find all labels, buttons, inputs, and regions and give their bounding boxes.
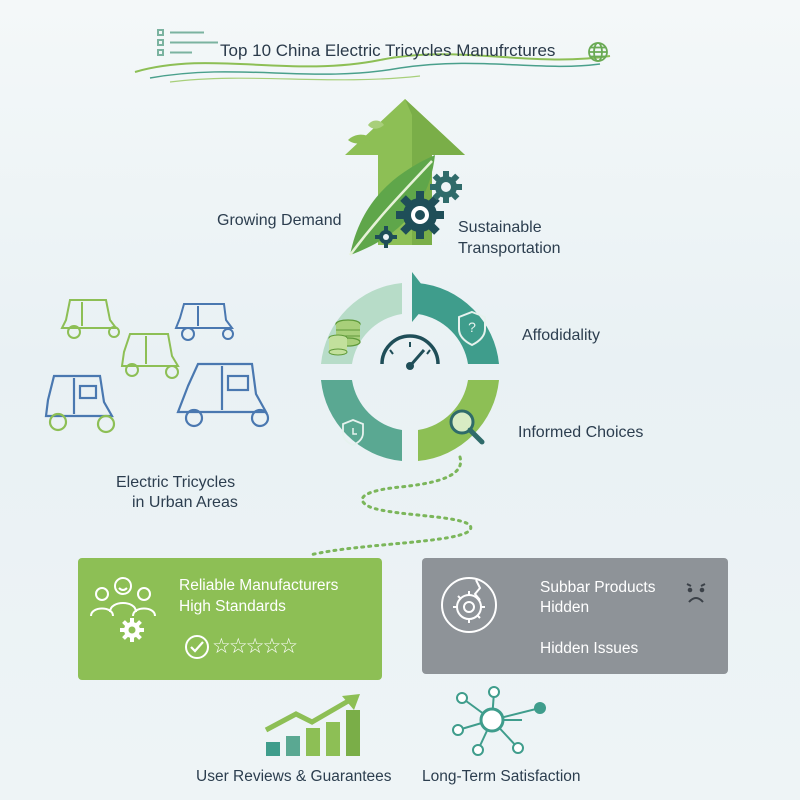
tricycles-illustration [44, 299, 270, 434]
broken-gear-icon [441, 577, 497, 633]
team-icon [90, 577, 156, 642]
shield-question-icon: ? [458, 310, 486, 347]
hidden-issues-label: Hidden Issues [540, 640, 639, 657]
tricycle-icon [176, 362, 270, 428]
svg-text:?: ? [468, 319, 476, 335]
speedometer-icon [380, 334, 440, 370]
dotted-connector [308, 455, 473, 557]
network-icon [452, 686, 546, 756]
high-standards-label: High Standards [179, 598, 286, 615]
tricycle-icon [44, 374, 116, 434]
coins-icon [328, 319, 361, 356]
tricycle-icon [174, 303, 234, 341]
leaf-icon [348, 120, 435, 256]
rating-stars: ☆☆☆☆☆ [212, 634, 298, 658]
user-reviews-label: User Reviews & Guarantees [196, 768, 392, 785]
tricycle-icon [120, 333, 180, 379]
long-term-satisfaction-label: Long-Term Satisfaction [422, 768, 581, 785]
reliable-manufacturers-card [78, 558, 382, 680]
cycle-ring: ? [321, 272, 499, 461]
subpar-products-label: Subbar Products [540, 579, 656, 596]
reliable-manufacturers-label: Reliable Manufacturers [179, 577, 339, 594]
page-title: Top 10 China Electric Tricycles Manufrct… [220, 41, 556, 60]
growth-chart-icon [264, 694, 360, 756]
affordability-label: Affodidality [522, 327, 600, 344]
sustainable-label-line2: Transportation [458, 240, 561, 257]
urban-label-line1: Electric Tricycles [116, 474, 236, 491]
gear-icon [396, 191, 444, 239]
growing-demand-label: Growing Demand [217, 212, 342, 229]
growth-arrow-graphic [345, 99, 465, 256]
magnifier-icon [449, 409, 485, 445]
tricycle-icon [60, 299, 120, 339]
informed-choices-label: Informed Choices [518, 424, 644, 441]
shield-clock-icon [342, 419, 364, 446]
gear-badge-icon [120, 618, 144, 642]
sad-face-icon [686, 583, 706, 603]
urban-label-line2: in Urban Areas [132, 494, 238, 511]
ring-segment-bottom-left [321, 380, 402, 461]
check-circle-icon [185, 635, 209, 659]
gear-small-icon [430, 171, 462, 203]
header-decoration [134, 29, 611, 83]
list-icon [157, 29, 218, 56]
sustainable-label-line1: Sustainable [458, 219, 542, 236]
globe-icon [588, 42, 608, 62]
gear-tiny-icon [375, 226, 397, 248]
hidden-label: Hidden [540, 599, 590, 616]
